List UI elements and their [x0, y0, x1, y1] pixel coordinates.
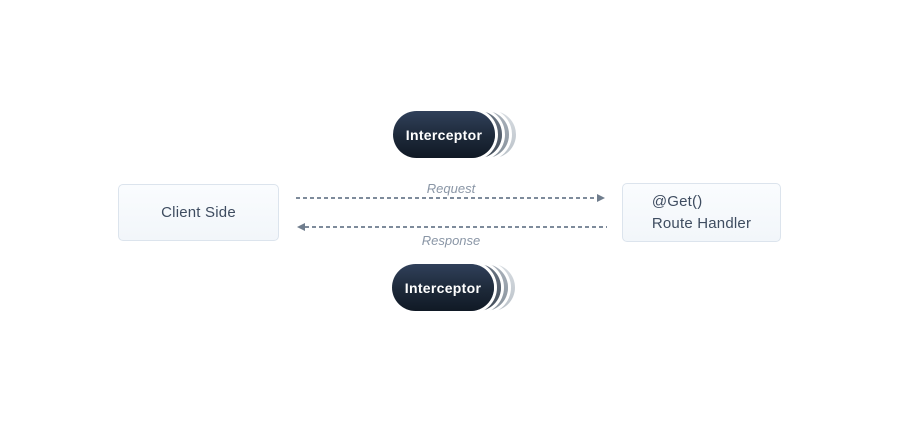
client-side-label: Client Side [161, 204, 236, 221]
route-handler-text: @Get() Route Handler [652, 191, 751, 235]
request-arrow-line [296, 197, 598, 199]
interceptor-bottom-pill: Interceptor [392, 264, 494, 311]
interceptor-top-label: Interceptor [405, 126, 483, 143]
route-handler-decorator: @Get() [651, 192, 703, 210]
response-arrow-line [305, 226, 607, 228]
interceptor-top: Interceptor [393, 111, 516, 158]
interceptor-bottom-label: Interceptor [404, 279, 482, 296]
response-arrowhead-icon [297, 223, 305, 231]
response-label: Response [421, 233, 481, 248]
request-label: Request [426, 181, 476, 196]
request-arrowhead-icon [597, 194, 605, 202]
route-handler-label: Route Handler [651, 214, 752, 232]
route-handler-box: @Get() Route Handler [622, 183, 781, 242]
interceptor-bottom: Interceptor [392, 264, 515, 311]
interceptor-top-pill: Interceptor [393, 111, 495, 158]
client-side-box: Client Side [118, 184, 279, 241]
